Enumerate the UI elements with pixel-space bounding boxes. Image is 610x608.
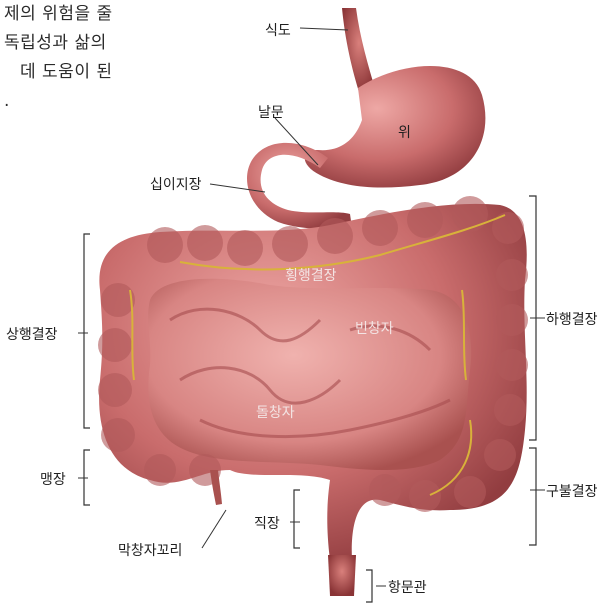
label-stomach: 위 xyxy=(398,122,411,142)
small-intestine-shape xyxy=(148,279,471,470)
label-pylorus: 날문 xyxy=(258,102,284,122)
label-cecum: 맹장 xyxy=(40,469,66,489)
label-anal-canal: 항문관 xyxy=(388,577,427,597)
label-ascending-colon: 상행결장 xyxy=(6,324,58,344)
label-transverse-colon: 횡행결장 xyxy=(285,265,337,285)
appendix-shape xyxy=(210,470,222,505)
label-ileum: 돌창자 xyxy=(256,402,295,422)
label-descending-colon: 하행결장 xyxy=(546,309,598,329)
label-esophagus: 식도 xyxy=(265,20,291,40)
label-rectum: 직장 xyxy=(254,513,280,533)
label-appendix: 막창자꼬리 xyxy=(118,540,182,560)
label-duodenum: 십이지장 xyxy=(150,174,202,194)
label-sigmoid-colon: 구불결장 xyxy=(546,481,598,501)
label-jejunum: 빈창자 xyxy=(355,318,394,338)
anal-canal-shape xyxy=(328,555,356,596)
stomach-shape xyxy=(305,66,486,188)
